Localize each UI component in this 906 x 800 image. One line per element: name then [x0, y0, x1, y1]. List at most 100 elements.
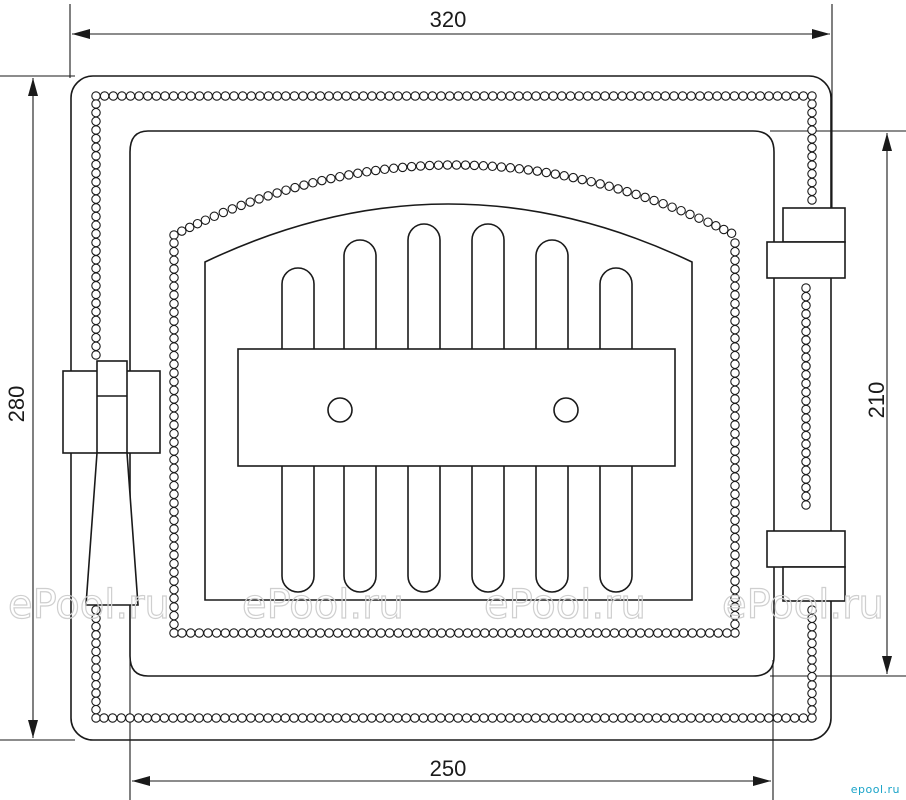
- bead: [807, 646, 817, 657]
- bead: [617, 91, 627, 101]
- bead: [169, 411, 179, 422]
- bead: [678, 628, 689, 638]
- bead: [335, 171, 345, 182]
- bead: [582, 713, 593, 723]
- bead: [91, 272, 101, 282]
- bead: [169, 394, 179, 404]
- bead: [169, 602, 179, 612]
- bead: [401, 713, 411, 723]
- bead: [142, 713, 152, 723]
- bead: [169, 437, 179, 448]
- bead: [480, 628, 490, 638]
- bead: [807, 696, 817, 707]
- bead: [91, 91, 101, 101]
- bead: [730, 238, 740, 248]
- bead: [143, 91, 153, 101]
- bead: [704, 628, 715, 638]
- bead: [626, 91, 636, 101]
- bead: [229, 91, 239, 101]
- inner-bead-border: [169, 160, 740, 638]
- bead: [801, 291, 811, 302]
- bead: [622, 186, 632, 197]
- bead: [496, 91, 507, 101]
- bead: [298, 91, 308, 101]
- bead: [479, 91, 489, 101]
- bead: [730, 359, 740, 370]
- bead: [807, 705, 817, 715]
- bead: [471, 628, 481, 638]
- bead: [350, 91, 360, 101]
- bead: [600, 91, 610, 101]
- bead: [557, 91, 567, 101]
- bead: [169, 281, 179, 292]
- bead: [694, 213, 704, 223]
- bead: [496, 713, 506, 723]
- bead: [91, 159, 101, 170]
- bead: [505, 163, 516, 173]
- bead: [565, 91, 576, 101]
- bead: [513, 713, 524, 723]
- extension-lines: [0, 4, 906, 800]
- bead: [186, 91, 196, 101]
- bead: [151, 713, 161, 723]
- bead: [565, 713, 575, 723]
- bead: [532, 166, 543, 176]
- bead: [263, 191, 273, 201]
- bead: [169, 480, 179, 491]
- watermark-text: ePool.ru: [8, 582, 170, 628]
- bead: [91, 324, 101, 334]
- grate-window-frame: [204, 203, 693, 601]
- bead: [350, 628, 360, 638]
- bead: [730, 524, 740, 534]
- bead: [315, 628, 326, 638]
- bead: [608, 713, 619, 723]
- bead: [366, 713, 377, 723]
- bead: [640, 192, 650, 203]
- bead: [379, 164, 390, 175]
- bead: [246, 713, 256, 723]
- bead: [617, 713, 627, 723]
- bead: [730, 272, 740, 283]
- outer-bead-border: [91, 91, 817, 723]
- bead: [781, 91, 791, 101]
- bead: [730, 342, 740, 352]
- bead: [168, 713, 178, 723]
- upper-hinge: [766, 207, 846, 279]
- bead: [237, 628, 248, 638]
- bead: [91, 177, 101, 187]
- bead: [169, 298, 179, 309]
- bead: [91, 671, 101, 682]
- bead: [436, 91, 446, 101]
- bead: [332, 628, 343, 638]
- bead: [159, 713, 170, 723]
- bead: [523, 165, 534, 175]
- bead: [801, 283, 811, 293]
- bead: [807, 160, 817, 170]
- bead: [454, 628, 464, 638]
- bead: [653, 628, 663, 638]
- bead: [591, 713, 601, 723]
- bead: [730, 298, 740, 309]
- bead: [125, 713, 135, 723]
- bead: [442, 160, 453, 170]
- bead: [462, 91, 472, 101]
- bead: [470, 91, 481, 101]
- bead: [169, 472, 179, 482]
- bead: [566, 628, 577, 638]
- bead: [280, 713, 291, 723]
- bead: [496, 162, 507, 172]
- damper-plate: [237, 348, 676, 467]
- bead: [176, 713, 187, 723]
- bead: [91, 688, 101, 698]
- bead: [722, 628, 732, 638]
- damper-rivet-right: [553, 397, 579, 423]
- bead: [469, 160, 480, 171]
- bead: [550, 169, 561, 179]
- bead: [116, 713, 127, 723]
- bead: [169, 524, 179, 534]
- bead: [203, 91, 213, 101]
- bead: [433, 160, 444, 170]
- bead: [169, 420, 179, 430]
- bead: [719, 224, 729, 235]
- bead: [91, 680, 101, 690]
